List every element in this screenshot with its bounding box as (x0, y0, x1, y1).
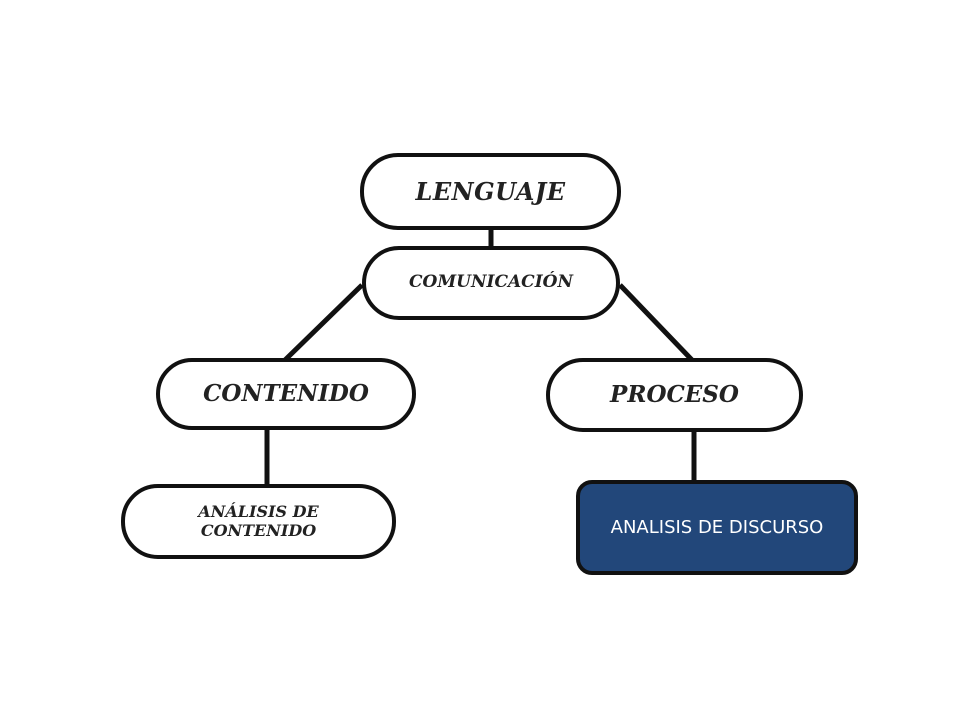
node-analisis-de-discurso: ANALISIS DE DISCURSO (576, 480, 858, 575)
edge-comunicacion-contenido (283, 283, 364, 362)
edge-comunicacion-proceso (618, 283, 694, 362)
node-analisis-de-contenido: ANÁLISIS DE CONTENIDO (121, 484, 396, 559)
node-proceso: PROCESO (546, 358, 803, 432)
node-lenguaje: LENGUAJE (360, 153, 621, 230)
node-comunicacion: COMUNICACIÓN (362, 246, 620, 320)
node-contenido: CONTENIDO (156, 358, 416, 430)
